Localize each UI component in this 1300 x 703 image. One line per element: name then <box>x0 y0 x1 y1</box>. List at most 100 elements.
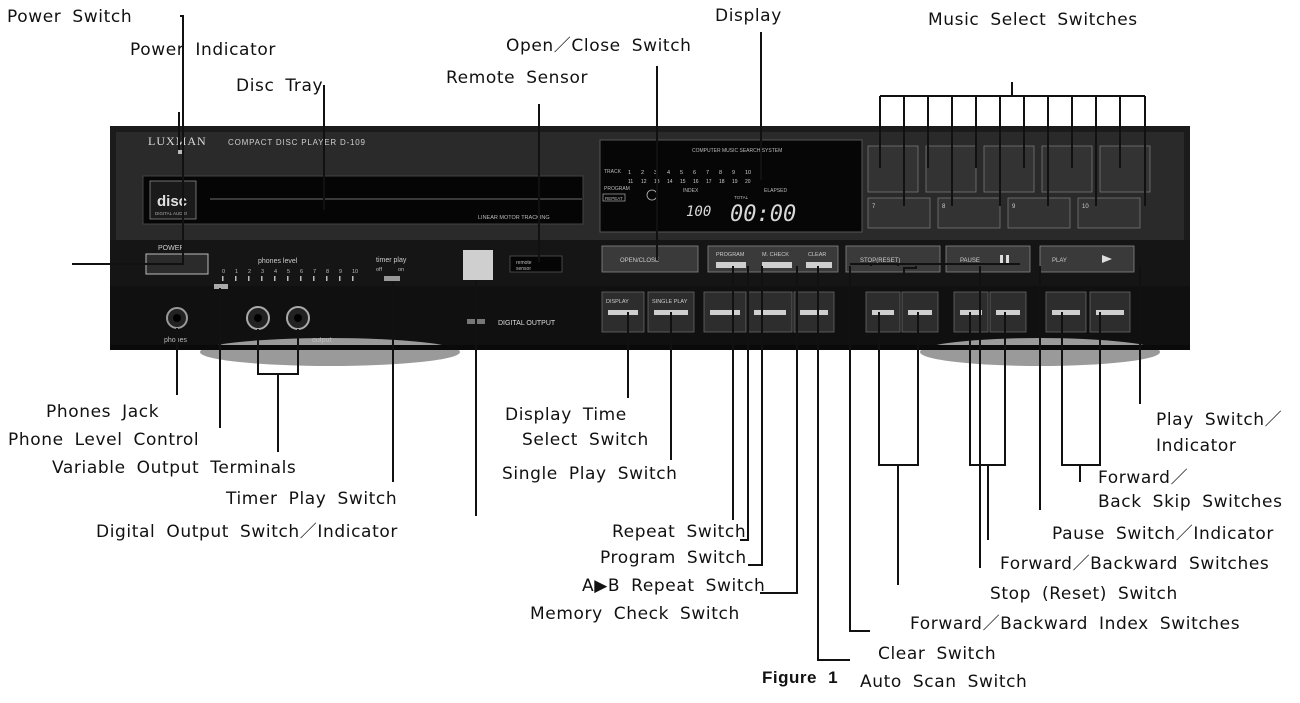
digital-output-switch[interactable] <box>463 250 493 280</box>
output-label: output <box>312 337 332 344</box>
track-number: 8 <box>719 170 722 176</box>
digital-output-label: DIGITAL OUTPUT <box>498 320 556 327</box>
label-timer-play-switch: Timer Play Switch <box>226 489 398 509</box>
phones-level-tick-label: 10 <box>352 269 358 275</box>
label-display-time-2: Select Switch <box>522 430 649 450</box>
power-label: POWER <box>158 245 184 252</box>
m-check-button[interactable] <box>762 262 792 268</box>
stop-button-text: STOP(RESET) <box>860 258 900 264</box>
control-button-strip <box>608 310 638 315</box>
timer-play-switch[interactable] <box>384 276 400 281</box>
phones-level-tick-label: 0 <box>222 269 225 275</box>
music-select-key-number: 8 <box>942 204 946 210</box>
m-check-button-text: M. CHECK <box>762 252 789 258</box>
label-music-select-switches: Music Select Switches <box>928 10 1138 30</box>
phones-level-tick-label: 6 <box>300 269 303 275</box>
label-pause-switch: Pause Switch／Indicator <box>1052 524 1274 544</box>
track-number: 20 <box>745 179 751 185</box>
figure-caption: Figure 1 <box>762 668 839 687</box>
label-display: Display <box>715 6 782 26</box>
label-ab-repeat-switch: A▶B Repeat Switch <box>582 576 766 596</box>
control-button-strip <box>872 310 894 315</box>
display-repeat-label: REPEAT <box>605 196 623 201</box>
brand-logo: LUXMAN <box>148 134 207 148</box>
power-indicator-led <box>178 150 184 154</box>
play-button[interactable] <box>1039 245 1135 273</box>
label-play-switch-1: Play Switch／ <box>1156 410 1283 430</box>
label-digital-output-switch: Digital Output Switch／Indicator <box>96 522 398 542</box>
music-select-key[interactable] <box>1007 197 1071 229</box>
music-select-key[interactable] <box>867 197 931 229</box>
music-select-key[interactable] <box>1041 145 1093 193</box>
clear-button[interactable] <box>806 262 832 268</box>
label-fwd-bwd-index-switches: Forward／Backward Index Switches <box>910 614 1241 634</box>
music-select-key[interactable] <box>867 145 919 193</box>
track-number: 3 <box>654 170 657 176</box>
open-close-button[interactable] <box>601 245 699 273</box>
display-elapsed-label: ELAPSED <box>764 188 787 194</box>
label-repeat-switch: Repeat Switch <box>612 522 747 542</box>
track-number: 7 <box>706 170 709 176</box>
control-button-strip <box>800 310 828 315</box>
control-button-strip <box>1096 310 1124 315</box>
open-close-button-text: OPEN/CLOSE <box>620 258 659 264</box>
label-memory-check-switch: Memory Check Switch <box>530 604 740 624</box>
display-program-label: PROGRAM <box>604 186 630 192</box>
label-power-switch: Power Switch <box>7 7 133 27</box>
phones-level-tick <box>352 276 354 281</box>
track-number: 12 <box>641 179 647 185</box>
phones-level-tick <box>261 276 263 281</box>
phones-level-label: phones level <box>258 258 298 265</box>
label-auto-scan-switch: Auto Scan Switch <box>860 672 1028 692</box>
track-number: 15 <box>680 179 686 185</box>
track-number: 18 <box>719 179 725 185</box>
phones-level-tick <box>339 276 341 281</box>
phones-level-tick-label: 5 <box>287 269 290 275</box>
model-name: COMPACT DISC PLAYER D-109 <box>228 138 366 147</box>
display-index-label: INDEX <box>683 188 699 194</box>
label-variable-output-terminals: Variable Output Terminals <box>52 458 297 478</box>
phones-level-tick <box>300 276 302 281</box>
phones-level-slider[interactable] <box>214 284 228 289</box>
label-phone-level-control: Phone Level Control <box>8 430 200 450</box>
disc-logo-sub: DIGITAL AUDIO <box>155 211 188 216</box>
music-select-key[interactable] <box>1077 197 1141 229</box>
control-button-strip <box>710 310 740 315</box>
pause-button[interactable] <box>945 245 1031 273</box>
track-number: 5 <box>680 170 683 176</box>
track-number: 16 <box>693 179 699 185</box>
stop-reset-button[interactable] <box>845 245 941 273</box>
track-number: 6 <box>693 170 696 176</box>
music-select-key[interactable] <box>983 145 1035 193</box>
tray-text: LINEAR MOTOR TRACKING <box>478 215 550 221</box>
program-button-text: PROGRAM <box>716 252 745 258</box>
label-remote-sensor: Remote Sensor <box>446 68 589 88</box>
control-button-strip <box>754 310 786 315</box>
phones-level-tick <box>248 276 250 281</box>
phones-level-tick-label: 9 <box>339 269 342 275</box>
label-program-switch: Program Switch <box>600 548 747 568</box>
music-select-key-number: 7 <box>872 204 876 210</box>
music-select-key[interactable] <box>1099 145 1151 193</box>
phones-level-tick-label: 2 <box>248 269 251 275</box>
label-phones-jack: Phones Jack <box>46 402 160 422</box>
program-button[interactable] <box>716 262 746 268</box>
phones-level-tick <box>274 276 276 281</box>
pause-button-text: PAUSE <box>960 258 980 264</box>
label-fwd-back-skip-1: Forward／ <box>1098 468 1189 488</box>
disc-logo: disc <box>157 193 187 210</box>
phones-level-tick <box>326 276 328 281</box>
label-fwd-back-skip-2: Back Skip Switches <box>1098 492 1283 512</box>
label-power-indicator: Power Indicator <box>130 40 276 60</box>
control-row-1: OPEN/CLOSE PROGRAM M. CHECK CLEAR STOP(R… <box>601 245 1135 273</box>
music-select-key-number: 9 <box>1012 204 1016 210</box>
phones-level-tick-label: 4 <box>274 269 277 275</box>
label-play-switch-2: Indicator <box>1156 436 1237 456</box>
music-select-key[interactable] <box>937 197 1001 229</box>
phones-level-tick <box>313 276 315 281</box>
phones-level-tick-label: 1 <box>235 269 238 275</box>
remote-sensor-text-1: remote <box>516 260 532 266</box>
